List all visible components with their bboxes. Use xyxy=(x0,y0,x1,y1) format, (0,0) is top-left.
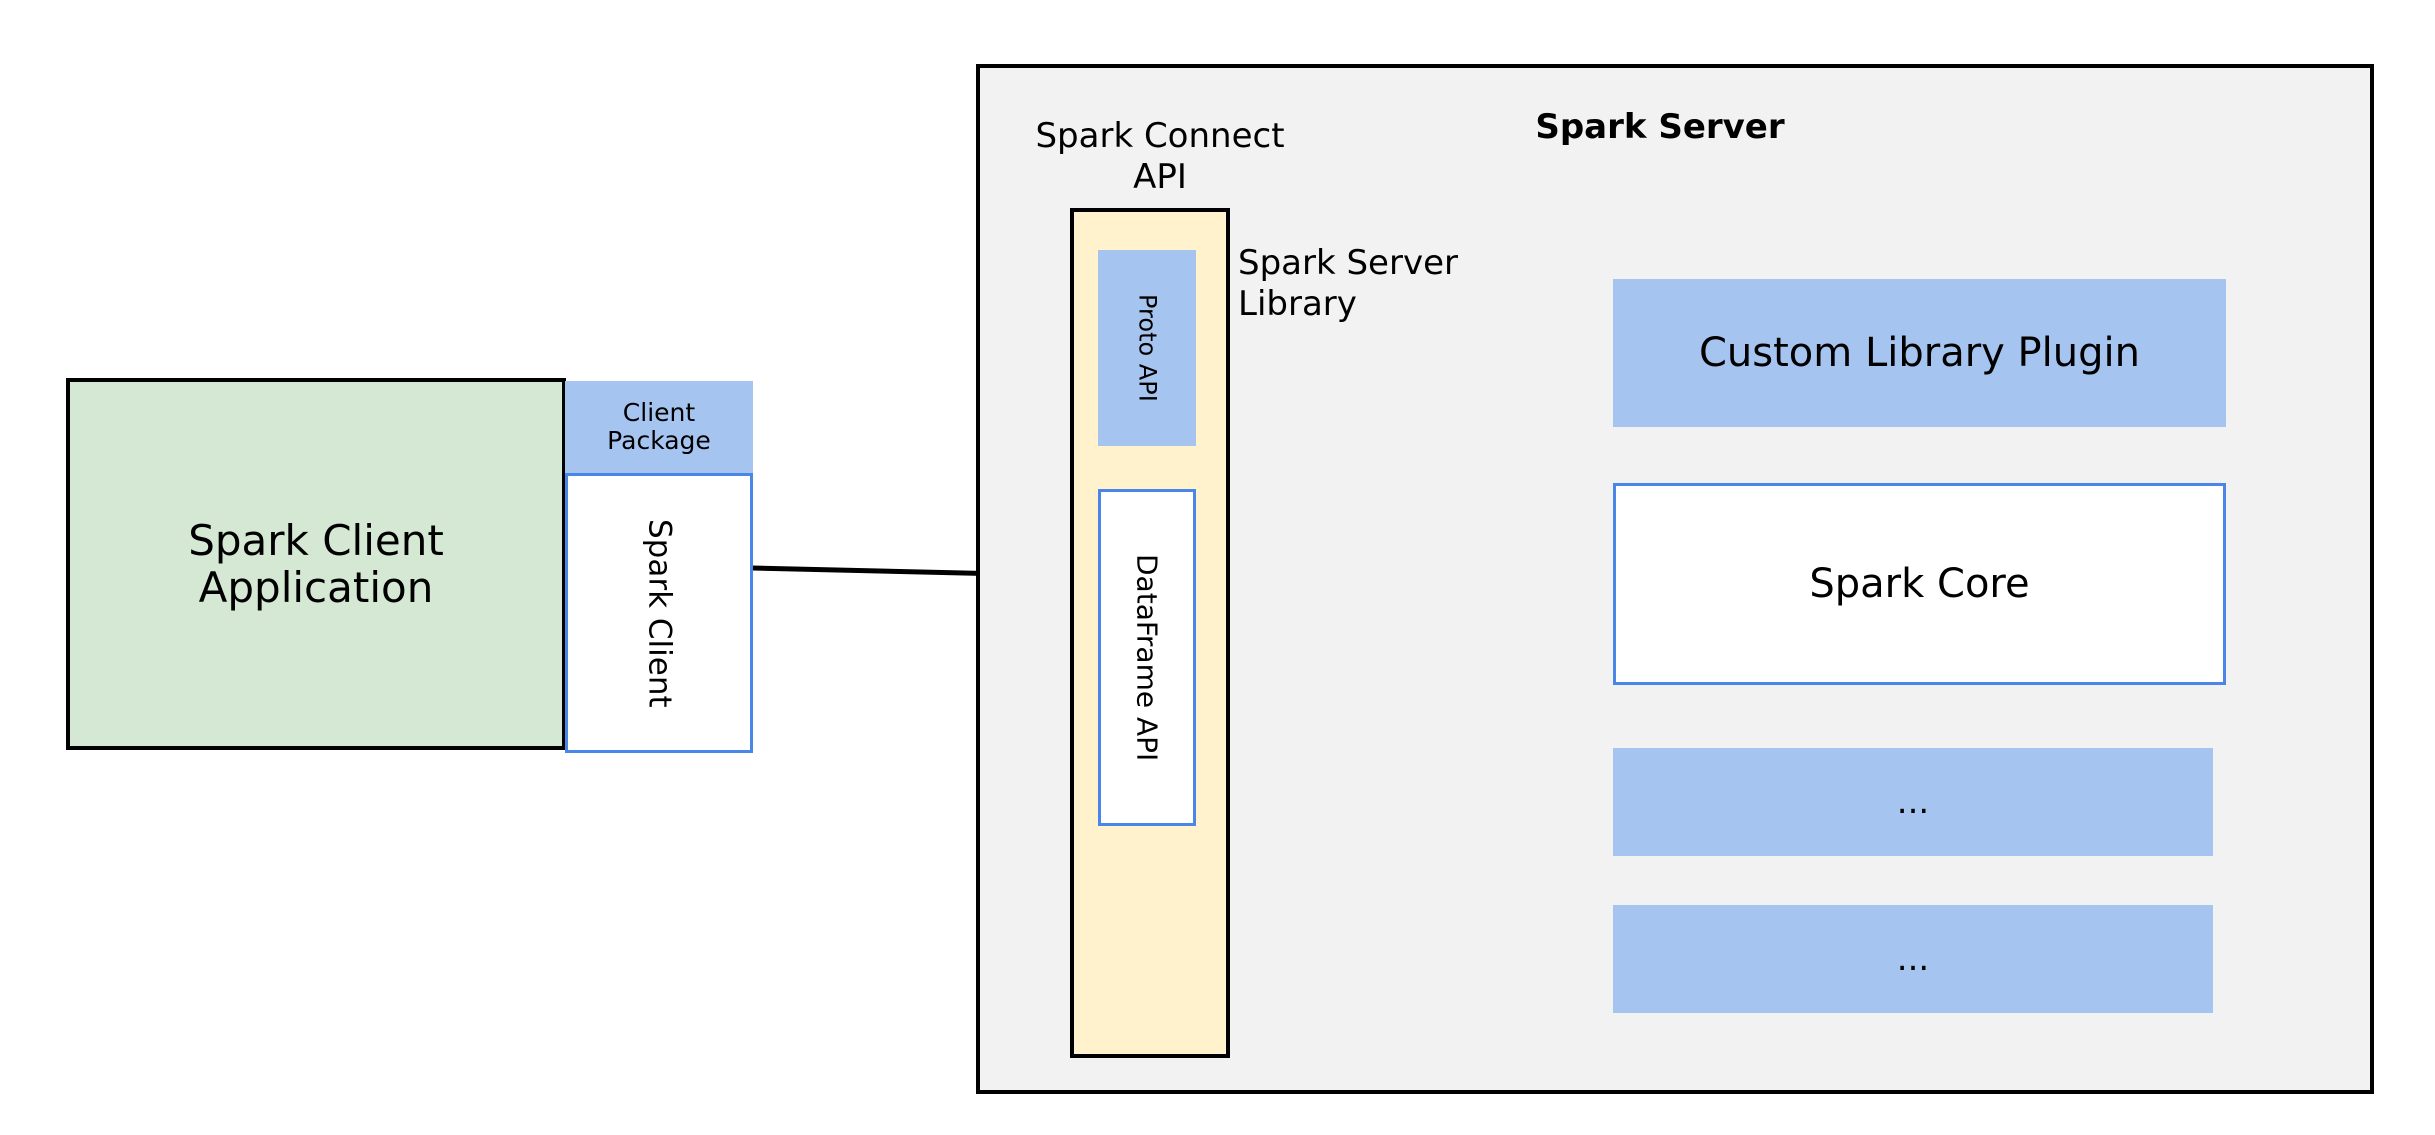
ellipsis-box-one: ... xyxy=(1613,748,2213,856)
custom-library-plugin-box: Custom Library Plugin xyxy=(1613,279,2226,427)
spark-server-title: Spark Server xyxy=(1535,107,1785,147)
proto-api-label: Proto API xyxy=(1133,294,1162,402)
client-package-label: Client Package xyxy=(607,398,711,455)
proto-api-box: Proto API xyxy=(1098,250,1196,446)
client-package-box: Client Package xyxy=(565,381,753,473)
ellipsis-one-label: ... xyxy=(1896,781,1930,822)
spark-core-label: Spark Core xyxy=(1809,560,2030,607)
spark-core-box: Spark Core xyxy=(1613,483,2226,685)
spark-client-application-box: Spark Client Application xyxy=(66,378,566,750)
ellipsis-two-label: ... xyxy=(1896,938,1930,979)
spark-client-box: Spark Client xyxy=(565,473,753,753)
spark-client-label: Spark Client xyxy=(641,518,678,708)
ellipsis-box-two: ... xyxy=(1613,905,2213,1013)
spark-server-library-label: Spark Server Library xyxy=(1238,243,1458,325)
spark-client-application-label: Spark Client Application xyxy=(188,515,444,612)
custom-library-plugin-label: Custom Library Plugin xyxy=(1699,329,2140,376)
dataframe-api-label: DataFrame API xyxy=(1130,553,1164,762)
dataframe-api-box: DataFrame API xyxy=(1098,489,1196,826)
spark-connect-api-label: Spark Connect API xyxy=(1035,116,1285,198)
